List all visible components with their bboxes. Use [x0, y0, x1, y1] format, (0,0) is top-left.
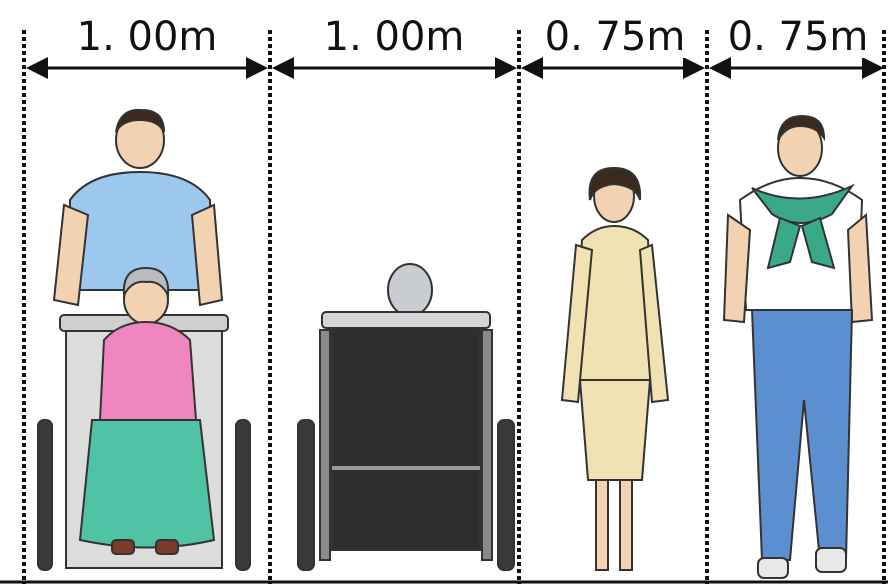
dimension-label-4: 0. 75m	[728, 14, 869, 60]
dimension-arrow-3	[521, 57, 705, 79]
dimension-label-2: 1. 00m	[324, 14, 465, 60]
dimension-labels: 1. 00m 1. 00m 0. 75m 0. 75m	[77, 8, 869, 60]
wheelchair-rear-icon	[298, 264, 514, 570]
dimension-arrow-2	[272, 57, 517, 79]
dimension-arrow-1	[26, 57, 268, 79]
woman-standing-icon	[562, 168, 668, 570]
man-standing-icon	[724, 116, 872, 578]
dimension-label-1: 1. 00m	[77, 14, 218, 60]
dimension-arrow-4	[709, 57, 884, 79]
person-with-wheelchair-user-icon	[38, 110, 250, 570]
dimension-label-3: 0. 75m	[545, 14, 686, 60]
dimension-arrows	[26, 57, 884, 79]
